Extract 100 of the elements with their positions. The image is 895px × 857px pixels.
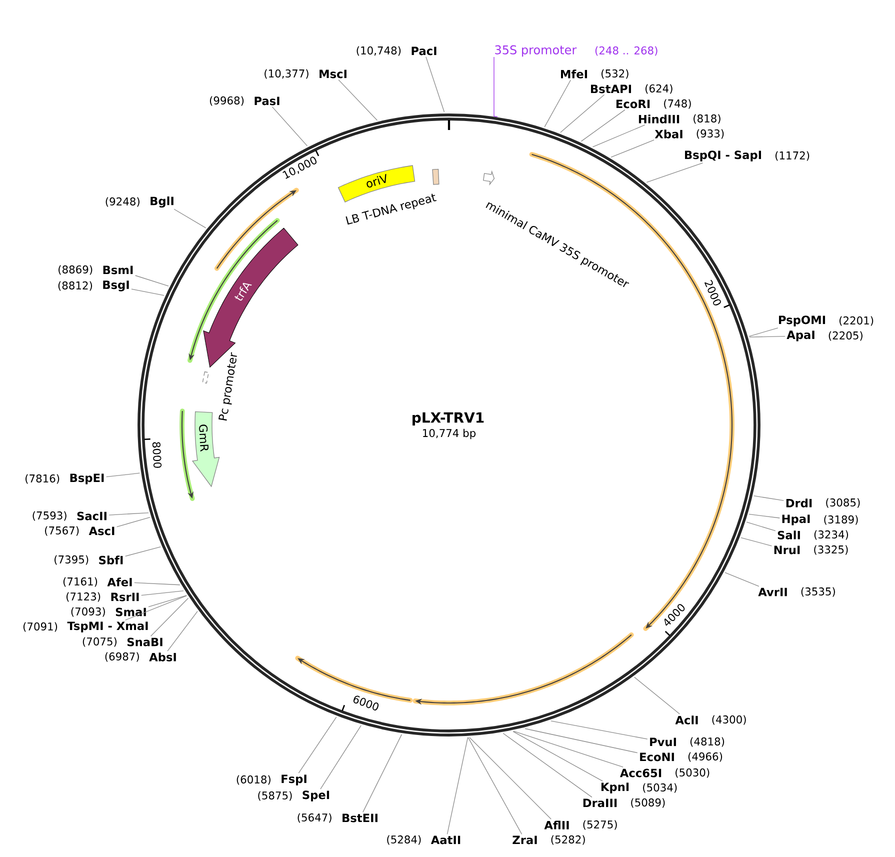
site-name: BsgI xyxy=(103,280,129,292)
site-position: (818) xyxy=(694,114,720,124)
site-position: (6987) xyxy=(105,652,139,662)
leader-line xyxy=(634,676,680,714)
site-name: PacI xyxy=(412,46,436,56)
site-position: (248 .. 268) xyxy=(595,46,658,56)
site-name: MscI xyxy=(320,70,346,78)
site-name: SnaBI xyxy=(127,638,162,646)
site-position: (10,377) xyxy=(264,69,308,79)
site-name: AatII xyxy=(430,836,460,844)
site-position: (748) xyxy=(664,99,691,109)
leader-line xyxy=(494,56,498,118)
site-position: (5089) xyxy=(631,798,665,808)
leader-line xyxy=(468,737,522,835)
leader-line xyxy=(124,546,161,557)
site-position: (9248) xyxy=(106,197,140,207)
leader-line xyxy=(748,514,780,518)
site-position: (3535) xyxy=(801,587,835,597)
site-name: ZraI xyxy=(512,836,537,844)
tick-label: 8000 xyxy=(152,442,162,468)
site-position: (8812) xyxy=(58,281,92,291)
leader-line xyxy=(426,56,445,112)
site-position: (3234) xyxy=(814,530,848,540)
site-position: (5282) xyxy=(551,835,585,845)
site-name: DrdI xyxy=(786,498,812,508)
leader-line xyxy=(754,496,784,501)
site-name: BspEI xyxy=(70,474,104,484)
leader-line xyxy=(338,79,378,121)
leader-line xyxy=(748,328,778,337)
site-name: FspI xyxy=(282,774,306,786)
site-name: BglI xyxy=(150,196,174,208)
leader-line xyxy=(167,610,198,652)
leader-line xyxy=(174,208,206,228)
leader-line xyxy=(446,737,468,835)
site-position: (8869) xyxy=(58,265,92,275)
site-position: (5275) xyxy=(583,820,617,830)
leader-line xyxy=(134,275,169,286)
leader-line xyxy=(749,336,786,338)
site-position: (5647) xyxy=(298,813,332,823)
leader-line xyxy=(116,517,150,528)
site-position: (5034) xyxy=(643,783,677,793)
plasmid-name: pLX-TRV1 xyxy=(412,412,484,426)
site-name: MfeI xyxy=(561,70,588,78)
leader-line xyxy=(592,124,646,148)
leader-line xyxy=(469,737,552,820)
site-name: SalI xyxy=(778,530,800,540)
site-position: (7395) xyxy=(54,555,88,565)
plasmid-length: 10,774 bp xyxy=(423,428,476,440)
site-position: (9968) xyxy=(210,96,244,106)
site-position: (933) xyxy=(696,129,724,139)
site-name: SbfI xyxy=(99,556,123,564)
site-position: (5284) xyxy=(387,835,421,845)
leader-line xyxy=(524,728,638,754)
site-position: (3085) xyxy=(826,498,860,508)
site-position: (7091) xyxy=(23,622,58,632)
site-name: PasI xyxy=(254,96,280,106)
leader-line xyxy=(512,731,603,782)
site-name: 35S promoter xyxy=(495,45,577,57)
site-name: AbsI xyxy=(149,652,176,662)
site-name: NruI xyxy=(774,546,800,554)
leader-line xyxy=(134,582,180,586)
leader-line xyxy=(131,288,164,296)
site-position: (7816) xyxy=(26,474,60,484)
site-name: EcoNI xyxy=(640,752,674,762)
site-position: (7593) xyxy=(32,511,66,521)
leader-line xyxy=(108,512,149,516)
site-name: BstEII xyxy=(342,814,378,822)
site-name: AscI xyxy=(88,526,114,536)
site-position: (7093) xyxy=(71,607,105,617)
site-name: RsrII xyxy=(111,592,139,602)
leader-line xyxy=(362,734,402,813)
site-name: XbaI xyxy=(654,130,682,138)
site-name: SacII xyxy=(77,512,106,520)
site-position: (7161) xyxy=(63,577,98,587)
site-position: (3325) xyxy=(814,545,848,555)
site-name: SpeI xyxy=(302,790,330,802)
leader-line xyxy=(298,716,337,774)
leader-line xyxy=(502,732,592,798)
site-position: (1172) xyxy=(776,151,810,161)
site-name: BspQI - SapI xyxy=(685,150,761,162)
leader-line xyxy=(272,106,308,146)
site-name: SmaI xyxy=(116,608,146,616)
site-name: PvuI xyxy=(650,738,676,746)
site-name: ApaI xyxy=(786,330,814,342)
site-position: (7123) xyxy=(66,592,100,602)
site-position: (5875) xyxy=(258,791,292,801)
site-name: AfeI xyxy=(107,578,132,586)
leader-line xyxy=(513,730,624,768)
site-position: (10,748) xyxy=(356,46,401,56)
site-name: AclI xyxy=(675,716,698,724)
site-position: (4966) xyxy=(688,752,722,762)
site-name: BsmI xyxy=(103,266,133,274)
leader-line xyxy=(320,725,362,790)
site-name: AvrII xyxy=(758,588,787,596)
leader-line xyxy=(106,472,140,478)
site-position: (4818) xyxy=(690,737,724,747)
leader-line xyxy=(610,140,654,158)
site-position: (2201) xyxy=(840,316,874,326)
site-position: (7567) xyxy=(45,526,79,536)
leader-line xyxy=(560,94,605,133)
